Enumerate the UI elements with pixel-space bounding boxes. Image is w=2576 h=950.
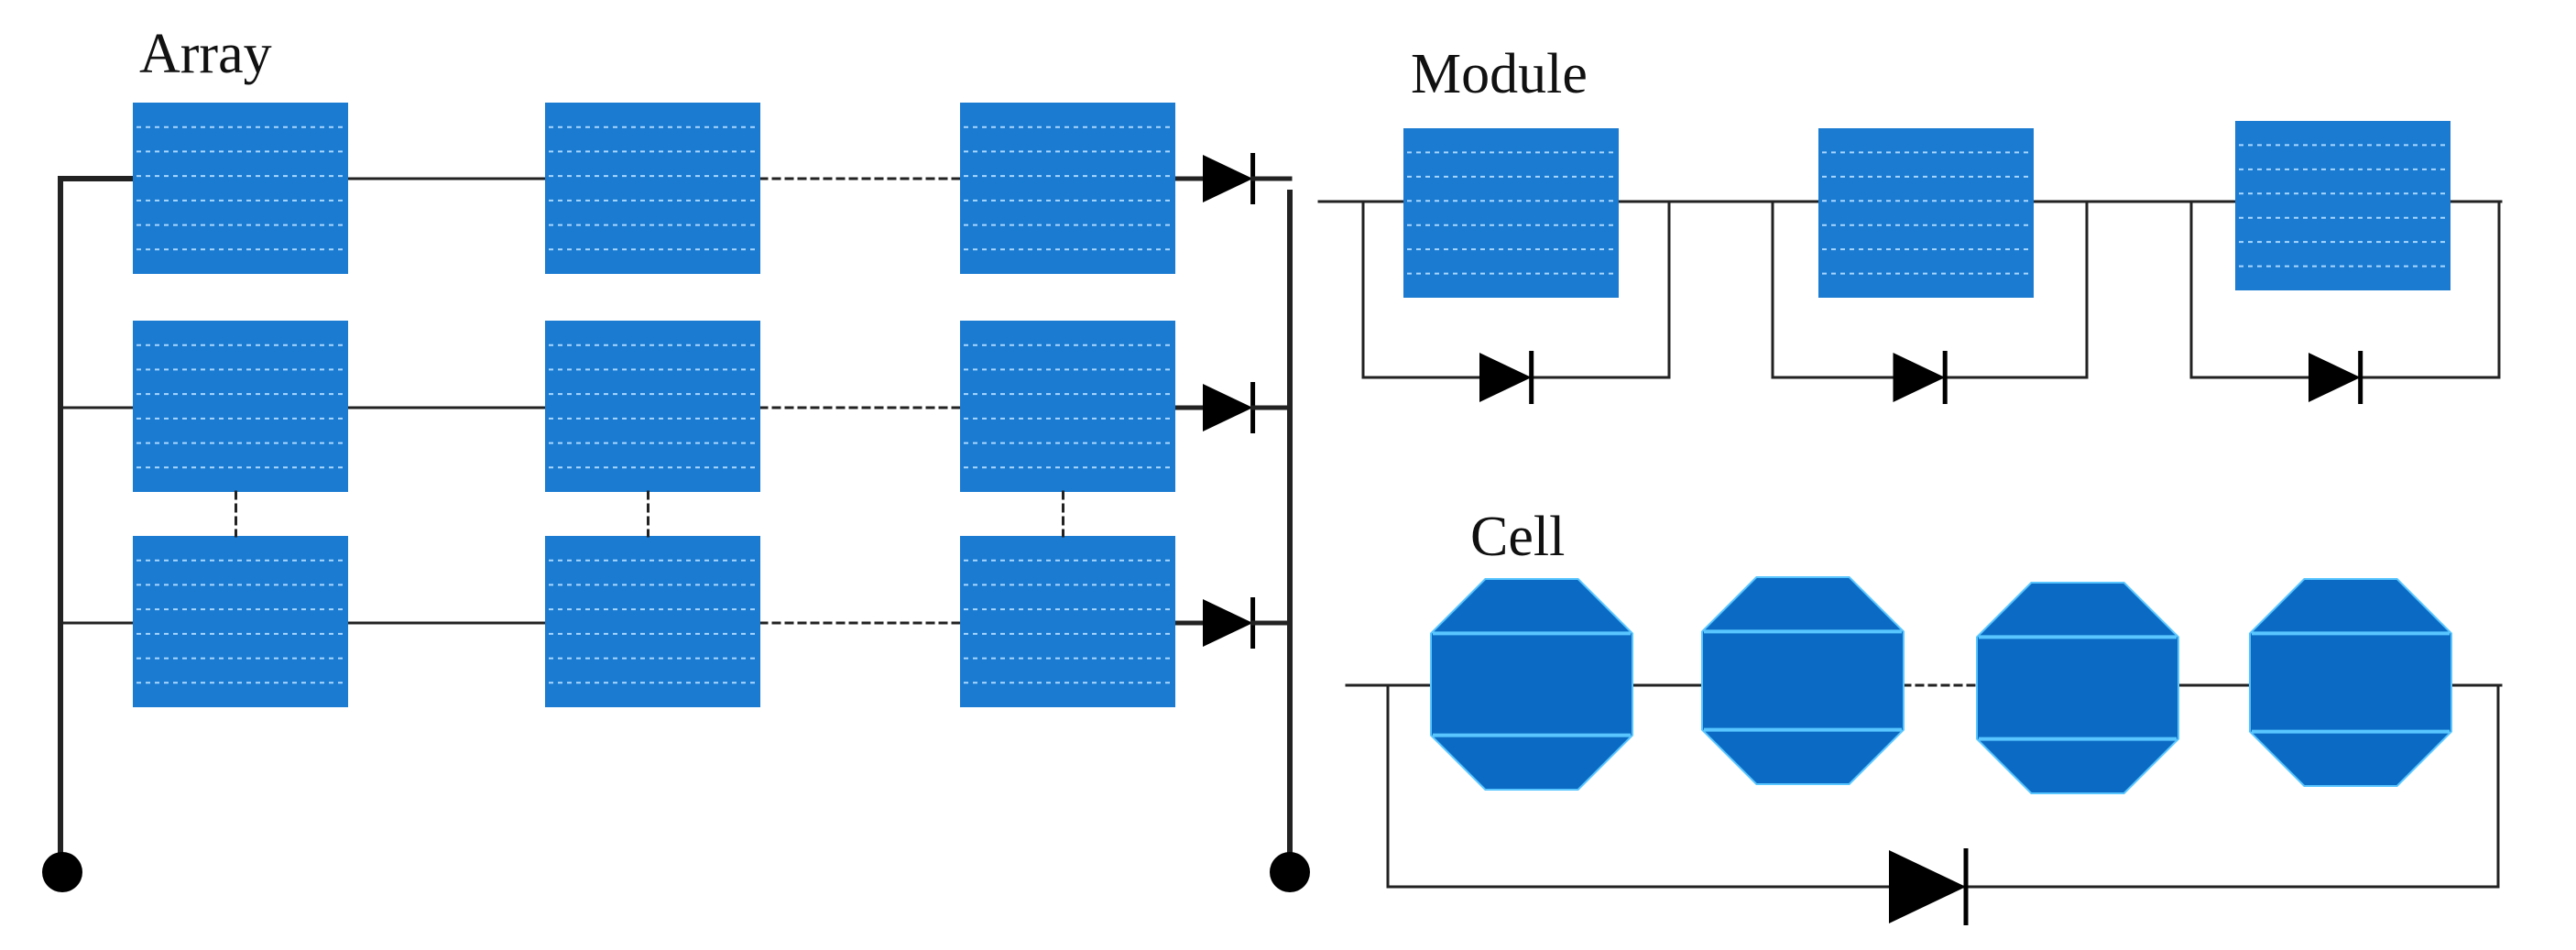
- panel-body: [133, 536, 348, 707]
- panel-body: [545, 321, 760, 492]
- array-panel-r2c2: [545, 321, 760, 492]
- cell-body: [1976, 582, 2179, 794]
- array-terminal-left-terminal-dot-icon: [42, 852, 82, 892]
- array-bypass-diode-3-triangle: [1203, 599, 1253, 647]
- panel-body: [960, 321, 1175, 492]
- array-bypass-diode-2-triangle: [1203, 384, 1253, 431]
- array-panel-r1c3: [960, 103, 1175, 274]
- module-title: Module: [1411, 43, 1588, 105]
- panel-body: [133, 321, 348, 492]
- array-terminal-right-terminal-dot-icon: [1270, 852, 1310, 892]
- panel-body: [133, 103, 348, 274]
- array-panel-r2c1: [133, 321, 348, 492]
- array-panel-r3c3: [960, 536, 1175, 707]
- panel-body: [960, 536, 1175, 707]
- panel-body: [545, 536, 760, 707]
- module-panel-3: [2235, 121, 2450, 290]
- array-title: Array: [139, 23, 272, 85]
- panel-body: [1403, 128, 1619, 298]
- cell-bypass-diode-triangle: [1889, 850, 1966, 923]
- array-bypass-diode-1-triangle: [1203, 155, 1253, 202]
- cell-1-solar-cell-icon: [1430, 578, 1633, 791]
- module-panel-2: [1818, 128, 2034, 298]
- cell-body: [1430, 578, 1633, 791]
- module-panel-1: [1403, 128, 1619, 298]
- array-panel-r1c2: [545, 103, 760, 274]
- cell-title: Cell: [1470, 506, 1566, 568]
- panel-body: [545, 103, 760, 274]
- panel-body: [1818, 128, 2034, 298]
- cell-body: [1701, 576, 1905, 785]
- array-panel-r3c2: [545, 536, 760, 707]
- array-panel-r3c1: [133, 536, 348, 707]
- cell-3-solar-cell-icon: [1976, 582, 2179, 794]
- panel-body: [960, 103, 1175, 274]
- panel-body: [2235, 121, 2450, 290]
- module-bypass-diode-2-triangle: [1893, 353, 1946, 402]
- array-panel-r2c3: [960, 321, 1175, 492]
- cell-body: [2249, 578, 2452, 787]
- cell-4-solar-cell-icon: [2249, 578, 2452, 787]
- module-bypass-diode-3-triangle: [2309, 353, 2361, 402]
- array-panel-r1c1: [133, 103, 348, 274]
- module-bypass-diode-1-triangle: [1479, 353, 1532, 402]
- cell-2-solar-cell-icon: [1701, 576, 1905, 785]
